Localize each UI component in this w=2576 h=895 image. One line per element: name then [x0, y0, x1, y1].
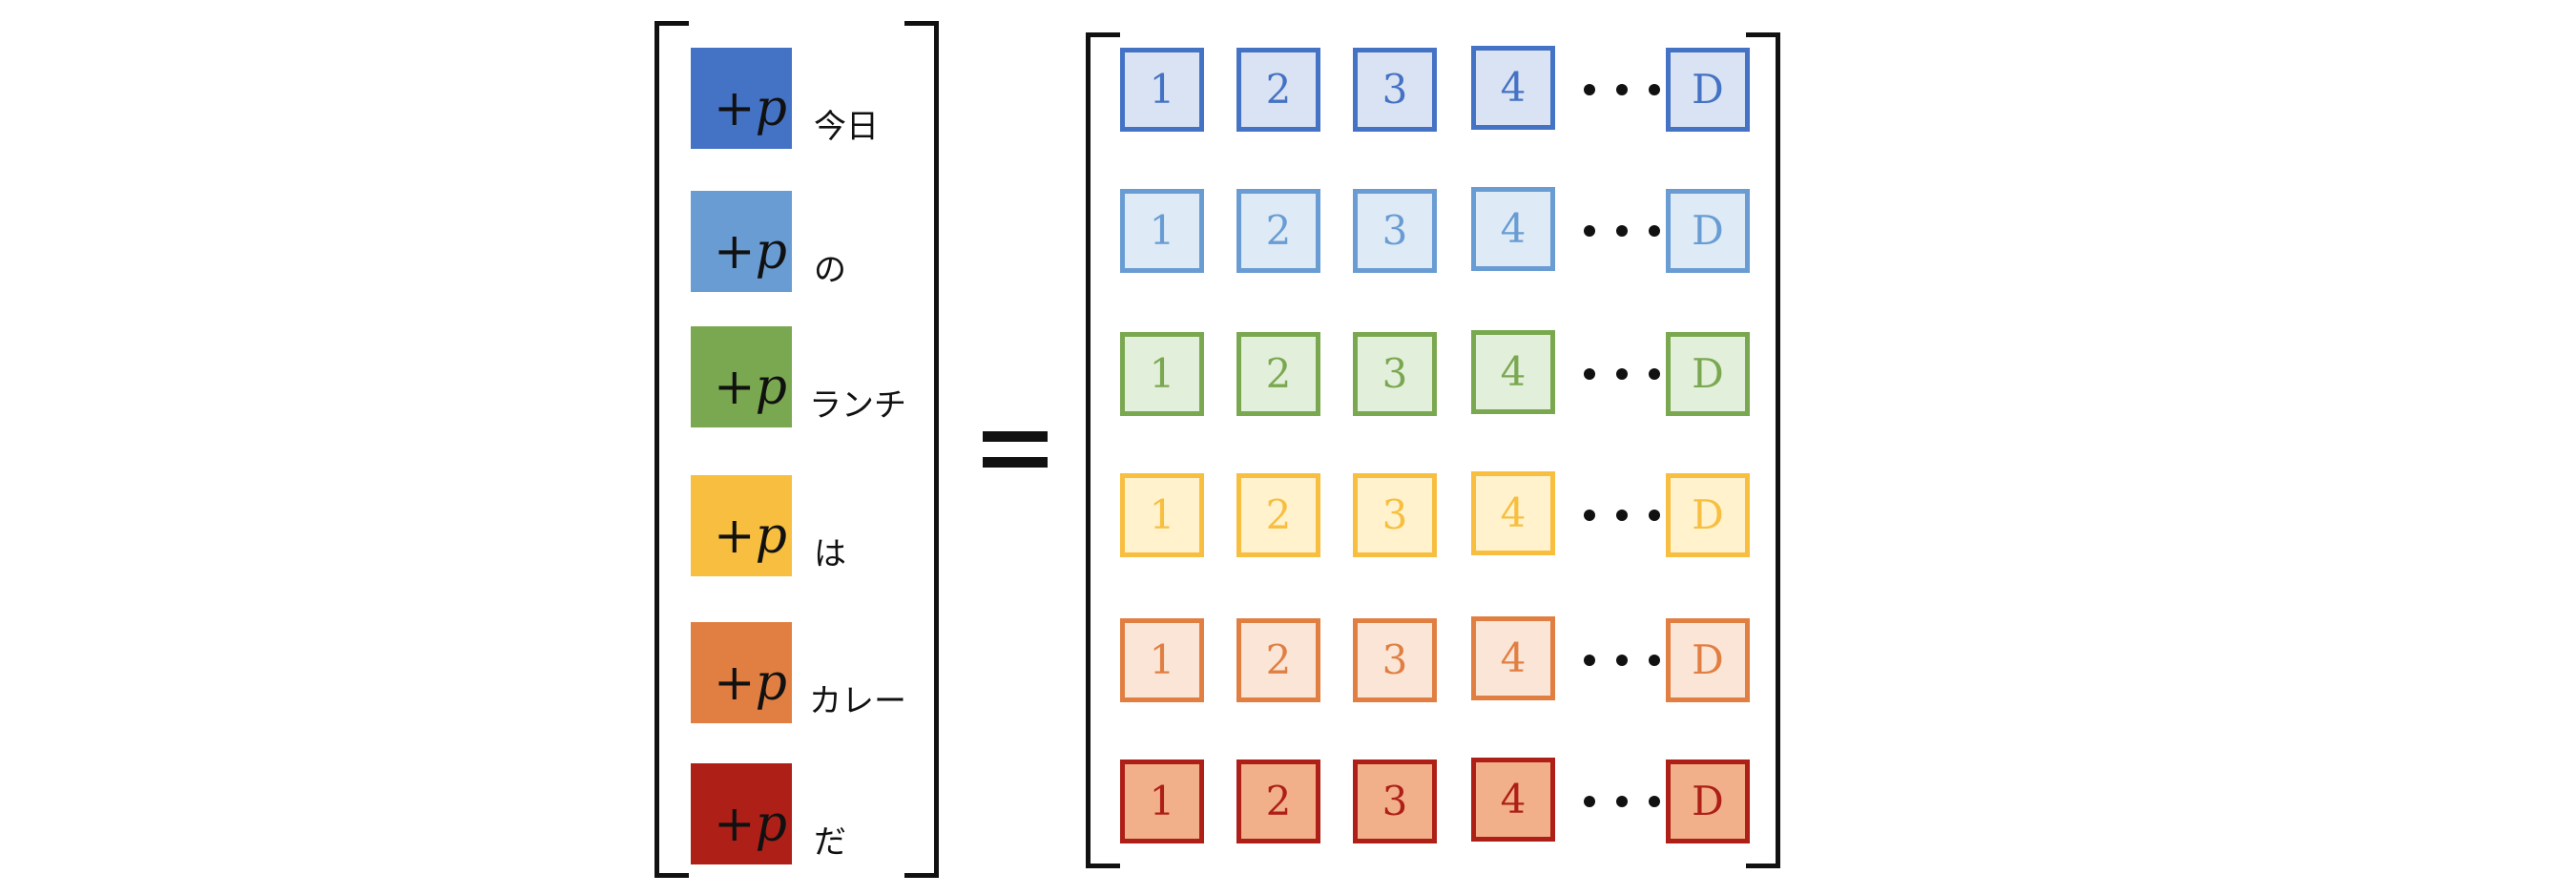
left-vector-bracket-right: [904, 21, 939, 878]
matrix-cell: 3: [1353, 760, 1437, 843]
ellipsis: [1584, 80, 1660, 99]
matrix-cell-d: D: [1666, 473, 1750, 557]
matrix-cell: 2: [1236, 48, 1320, 132]
ellipsis: [1584, 221, 1660, 240]
positional-encoding-label: +p: [714, 223, 787, 281]
matrix-cell: 3: [1353, 48, 1437, 132]
token-word: の: [814, 251, 846, 289]
matrix-cell-d: D: [1666, 760, 1750, 843]
equals-sign: [983, 431, 1048, 468]
ellipsis: [1584, 506, 1660, 525]
matrix-cell: 2: [1236, 189, 1320, 273]
token-color-block: [691, 763, 792, 864]
token-word: カレー: [809, 682, 906, 720]
positional-encoding-label: +p: [714, 80, 787, 137]
token-color-block: [691, 48, 792, 149]
token-color-block: [691, 326, 792, 427]
token-color-block: [691, 622, 792, 723]
matrix-cell: 4: [1471, 471, 1555, 555]
ellipsis: [1584, 792, 1660, 811]
matrix-cell: 3: [1353, 332, 1437, 416]
matrix-cell-d: D: [1666, 618, 1750, 702]
matrix-cell: 2: [1236, 473, 1320, 557]
token-color-block: [691, 191, 792, 292]
matrix-cell: 3: [1353, 189, 1437, 273]
matrix-bracket-left: [1086, 32, 1120, 868]
token-word: 今日: [814, 108, 879, 146]
matrix-cell: 2: [1236, 760, 1320, 843]
matrix-cell: 4: [1471, 616, 1555, 700]
matrix-cell: 4: [1471, 758, 1555, 842]
positional-encoding-label: +p: [714, 508, 787, 565]
token-word: ランチ: [809, 386, 906, 425]
matrix-bracket-right: [1746, 32, 1780, 868]
matrix-cell: 2: [1236, 332, 1320, 416]
matrix-cell-d: D: [1666, 48, 1750, 132]
matrix-cell: 1: [1120, 189, 1204, 273]
ellipsis: [1584, 651, 1660, 670]
matrix-cell: 1: [1120, 48, 1204, 132]
positional-encoding-label: +p: [714, 796, 787, 853]
matrix-cell: 3: [1353, 618, 1437, 702]
matrix-cell: 1: [1120, 760, 1204, 843]
matrix-cell: 4: [1471, 46, 1555, 130]
matrix-cell: 1: [1120, 473, 1204, 557]
matrix-cell: 2: [1236, 618, 1320, 702]
positional-encoding-label: +p: [714, 359, 787, 416]
token-word: だ: [814, 823, 846, 862]
matrix-cell: 3: [1353, 473, 1437, 557]
ellipsis: [1584, 364, 1660, 384]
matrix-cell-d: D: [1666, 189, 1750, 273]
matrix-cell: 1: [1120, 618, 1204, 702]
token-word: は: [814, 535, 846, 573]
positional-encoding-label: +p: [714, 655, 787, 712]
token-color-block: [691, 475, 792, 576]
matrix-cell: 4: [1471, 187, 1555, 271]
matrix-cell: 1: [1120, 332, 1204, 416]
matrix-cell: 4: [1471, 330, 1555, 414]
left-vector-bracket-left: [654, 21, 689, 878]
matrix-cell-d: D: [1666, 332, 1750, 416]
